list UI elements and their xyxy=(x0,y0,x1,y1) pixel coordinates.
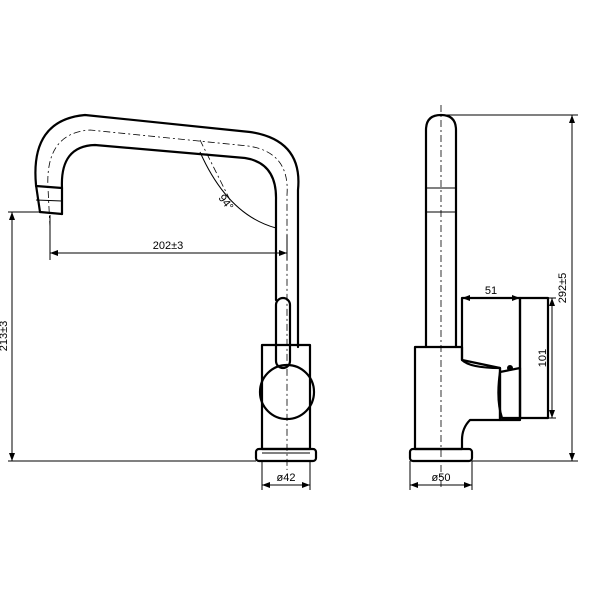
spout-centerline xyxy=(47,129,288,470)
handle-depth-arrow-left xyxy=(462,295,470,301)
angle-guide-line xyxy=(199,139,231,201)
spout-outer-contour xyxy=(34,113,300,349)
handle-lever xyxy=(274,296,292,370)
handle-height-arrow-bottom xyxy=(549,410,555,418)
body-block xyxy=(260,343,312,451)
handle-knob-circle xyxy=(258,363,316,421)
spout-height-label: 213±3 xyxy=(0,321,10,352)
side-base-plate xyxy=(408,447,474,463)
handle-depth-arrow-right xyxy=(512,295,520,301)
handle-height-arrow-top xyxy=(549,298,555,306)
total-height-arrow-top xyxy=(569,115,575,123)
base42-arrow-left xyxy=(262,482,270,488)
reach-arrow-left xyxy=(50,250,58,256)
height-arrow-bottom xyxy=(9,453,15,461)
front-base-plate xyxy=(254,447,318,463)
spout-angle-label: 94° xyxy=(216,192,236,213)
base-diameter-side-label: ø50 xyxy=(432,472,451,484)
height-arrow-top xyxy=(9,212,15,220)
side-body xyxy=(413,345,502,451)
front-view: 94° 202±3 213±3 ø42 xyxy=(0,113,318,490)
spout-inner-contour xyxy=(60,143,278,302)
base50-arrow-right xyxy=(464,482,472,488)
base50-arrow-left xyxy=(410,482,418,488)
side-handle-lever xyxy=(497,366,522,420)
reach-arrow-right xyxy=(279,250,287,256)
side-pivot-dot xyxy=(507,365,513,371)
base-diameter-front-label: ø42 xyxy=(277,472,296,484)
base42-arrow-right xyxy=(302,482,310,488)
side-handle-block xyxy=(460,296,522,422)
aerator-mid-line xyxy=(35,199,63,202)
angle-arc xyxy=(199,151,277,229)
total-height-label: 292±5 xyxy=(557,273,569,304)
aerator-bottom-line xyxy=(38,210,64,216)
side-handle-cap xyxy=(518,296,550,420)
handle-height-label: 101 xyxy=(537,349,549,367)
side-view: ø50 51 101 292±5 xyxy=(408,105,578,490)
spout-reach-label: 202±3 xyxy=(153,240,184,252)
aerator-top-line xyxy=(34,184,64,190)
total-height-arrow-bottom xyxy=(569,453,575,461)
handle-depth-label: 51 xyxy=(485,285,497,297)
